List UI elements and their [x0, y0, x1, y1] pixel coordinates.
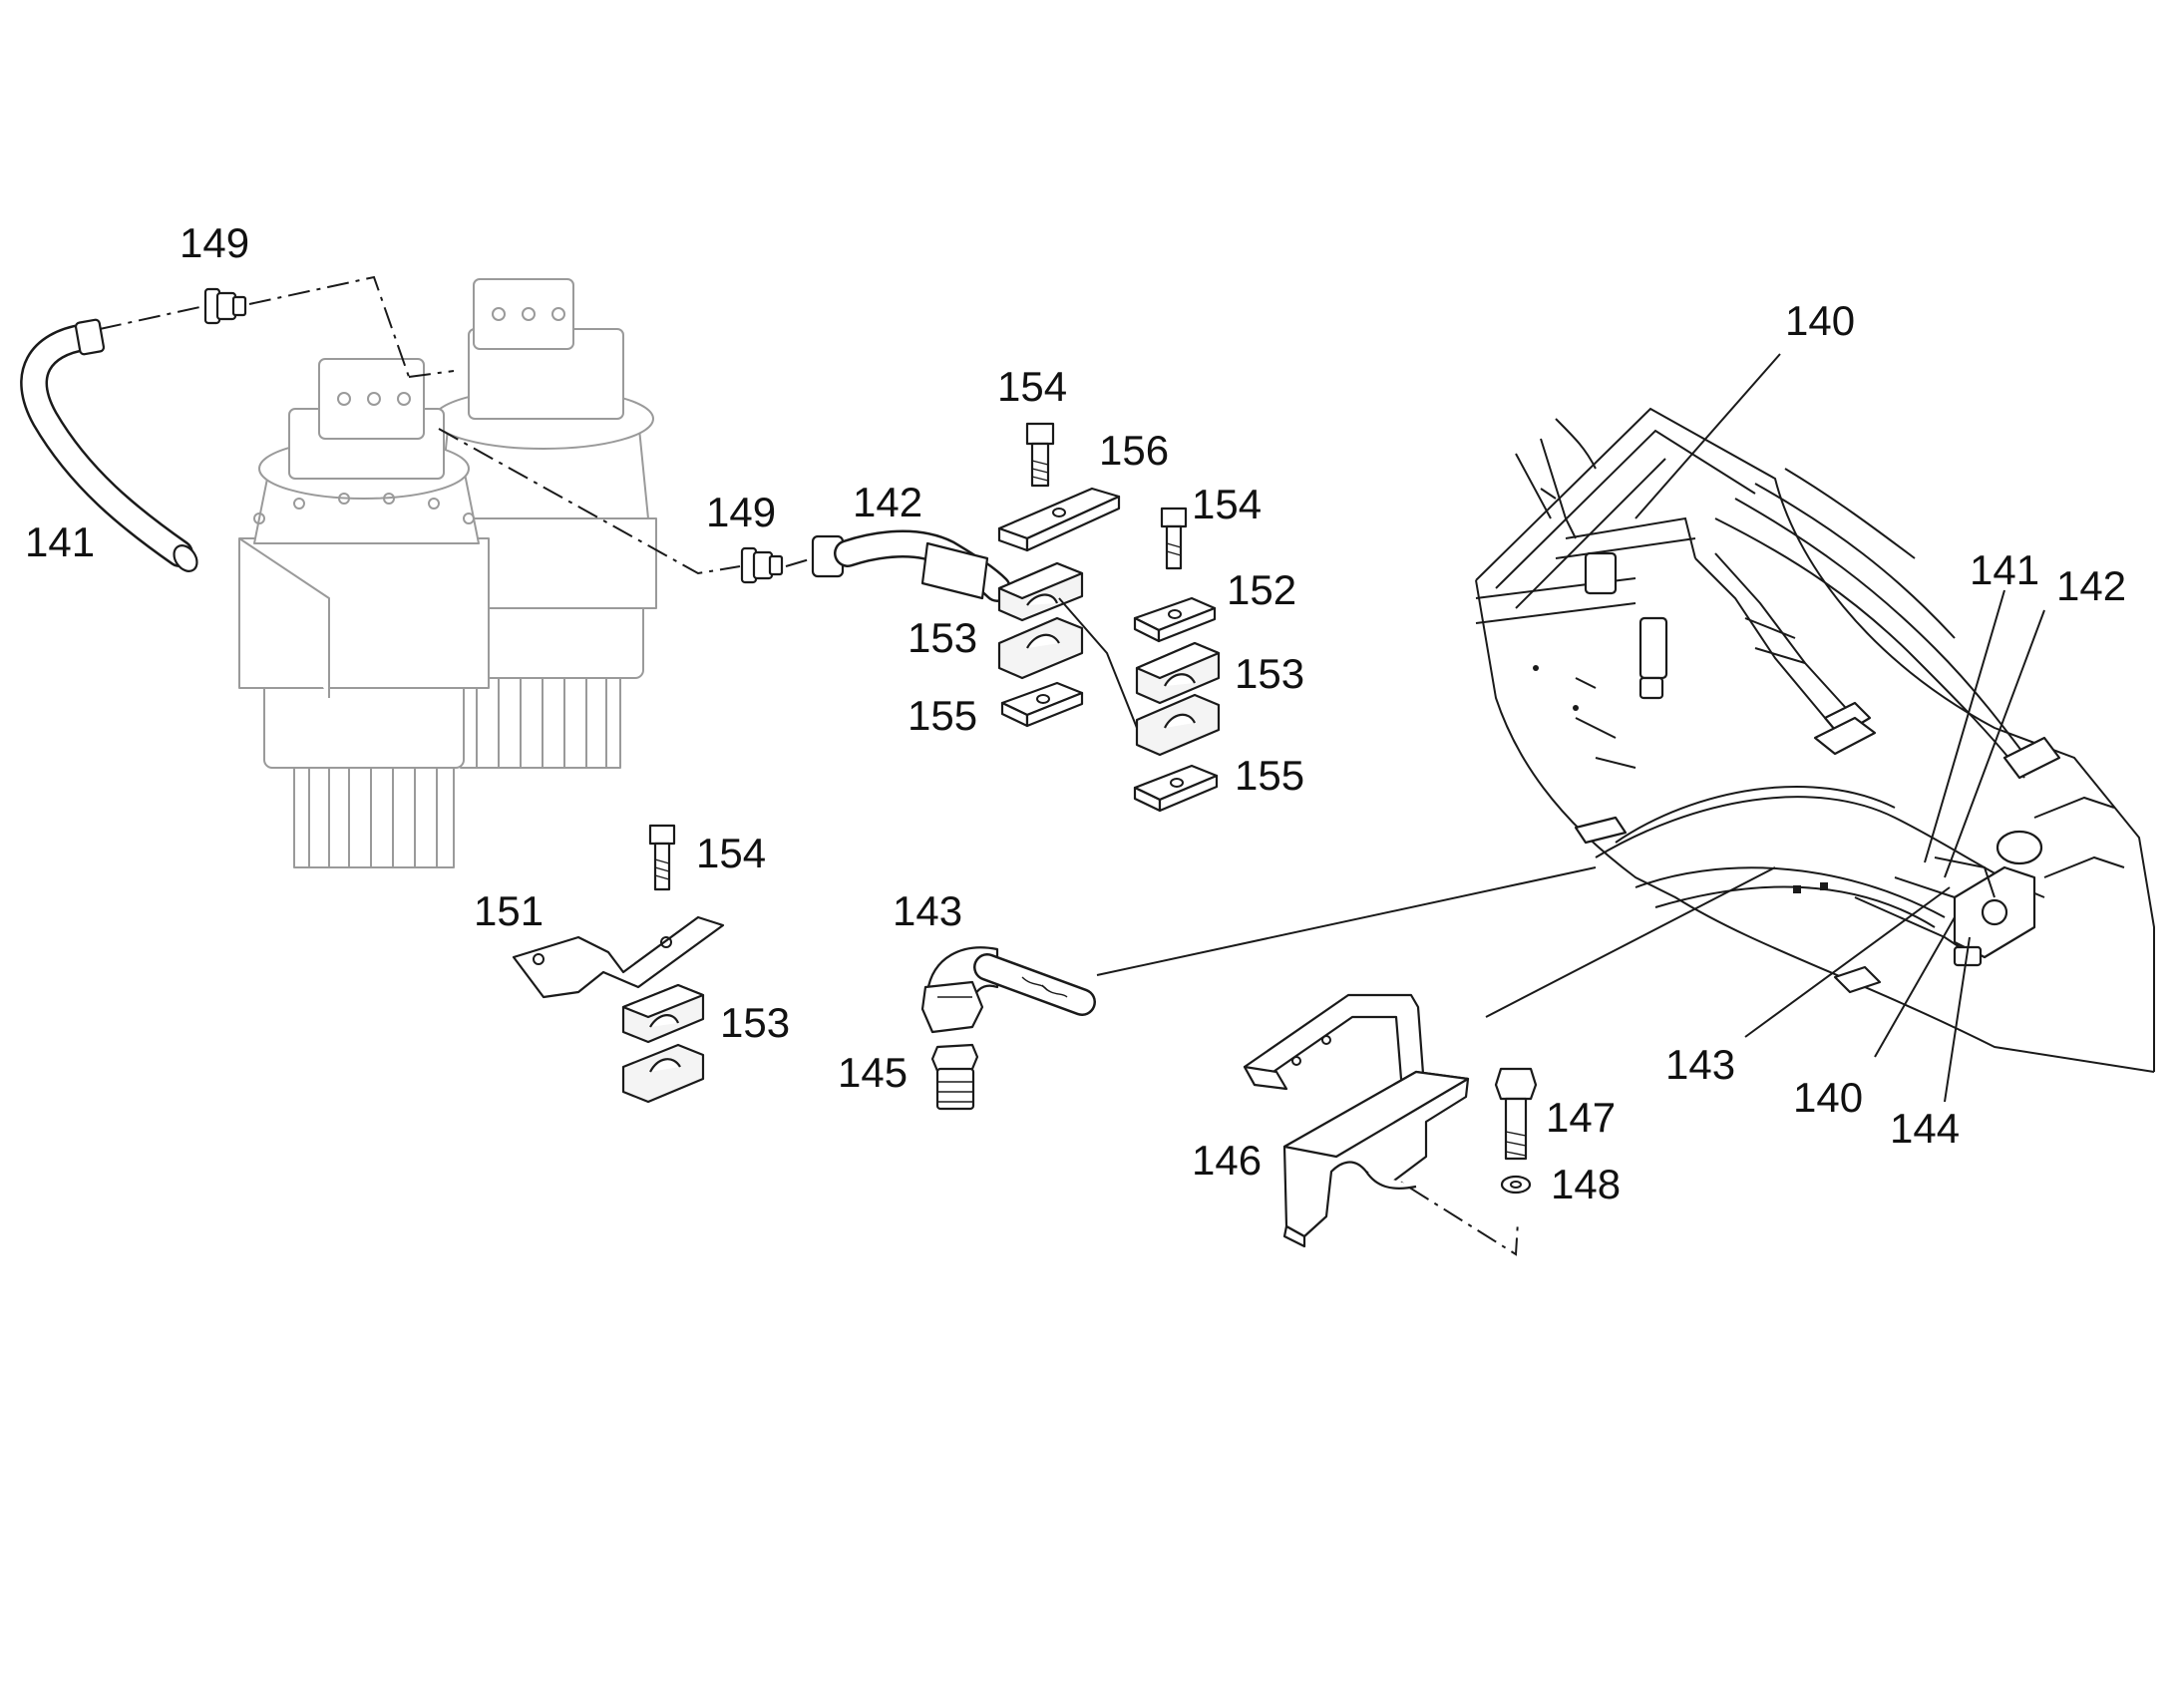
part-151-bracket — [512, 915, 725, 999]
undercarriage-detail-view — [1475, 407, 2155, 1073]
part-145-fitting — [930, 1043, 979, 1111]
part-141-hose-left — [20, 318, 198, 572]
label-148: 148 — [1551, 1161, 1621, 1207]
label-145: 145 — [838, 1049, 908, 1096]
label-155-a: 155 — [908, 692, 977, 739]
label-149-mid: 149 — [706, 489, 776, 535]
label-153-a: 153 — [908, 614, 977, 661]
label-141-left: 141 — [25, 518, 95, 565]
assembly-lines — [99, 275, 1519, 1256]
label-142-mid: 142 — [853, 479, 922, 525]
part-149-adapter-mid — [740, 546, 784, 584]
part-153-clamp-a — [997, 561, 1084, 680]
label-153-c: 153 — [720, 999, 790, 1046]
part-153-clamp-b — [1058, 597, 1221, 757]
label-155-b: 155 — [1235, 752, 1304, 799]
part-142-hose-mid — [811, 529, 1011, 602]
part-147-bolt — [1494, 1067, 1538, 1161]
part-148-washer — [1500, 1175, 1532, 1195]
part-155-plate-a — [1000, 681, 1084, 728]
part-146-bracket — [1243, 993, 1470, 1248]
part-154-bolt-a — [1025, 422, 1055, 488]
part-149-adapter-top — [203, 287, 247, 325]
label-140-bottom: 140 — [1793, 1074, 1863, 1121]
label-141-right: 141 — [1970, 546, 2039, 593]
leader-lines — [1096, 353, 2045, 1103]
part-154-bolt-b — [1160, 507, 1188, 570]
label-144: 144 — [1890, 1105, 1960, 1152]
part-labels: 141 149 149 142 154 156 154 152 153 153 … — [25, 219, 2126, 1207]
label-154-c: 154 — [696, 830, 766, 876]
part-156-plate — [997, 487, 1121, 552]
label-153-b: 153 — [1235, 650, 1304, 697]
label-140-top: 140 — [1785, 297, 1855, 344]
label-147: 147 — [1546, 1094, 1616, 1141]
part-153-clamp-c — [621, 983, 705, 1104]
label-154-a: 154 — [997, 363, 1067, 410]
label-154-b: 154 — [1192, 481, 1262, 527]
part-154-bolt-c — [648, 824, 676, 891]
part-155-plate-b — [1133, 764, 1219, 813]
label-152: 152 — [1227, 566, 1296, 613]
travel-gear-motor-front — [238, 358, 490, 868]
part-143-elbow-hose — [920, 946, 1096, 1034]
label-142-right: 142 — [2056, 562, 2126, 609]
label-143-mid: 143 — [893, 887, 962, 934]
part-152-plate — [1133, 596, 1217, 643]
label-146: 146 — [1192, 1137, 1262, 1184]
label-143-right: 143 — [1665, 1041, 1735, 1088]
label-149-top: 149 — [180, 219, 249, 266]
label-156: 156 — [1099, 427, 1169, 474]
label-151: 151 — [474, 887, 544, 934]
